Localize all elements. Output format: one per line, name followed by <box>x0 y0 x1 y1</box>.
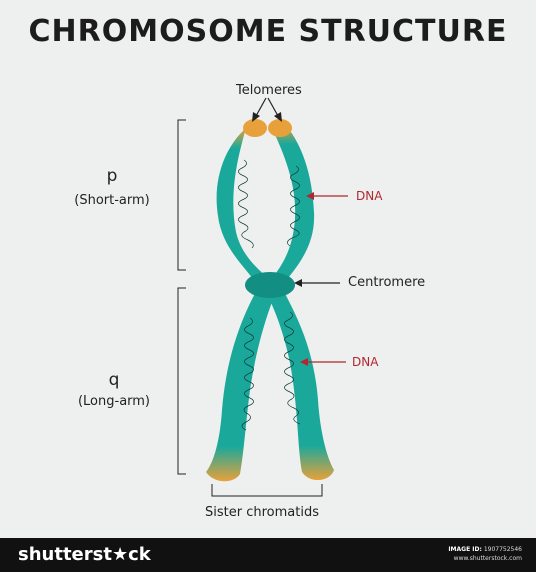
chromatid-upper-right <box>270 123 315 283</box>
dna-coil-upper-right <box>287 165 300 247</box>
telomere-arrow-right <box>267 97 279 117</box>
q-arm-bracket <box>177 287 186 475</box>
dna-label-upper: DNA <box>356 189 383 203</box>
centromere-knob <box>245 272 295 298</box>
site-url: www.shutterstock.com <box>453 555 522 562</box>
chromatid-lower-left <box>206 288 276 482</box>
q-arm-description: (Long-arm) <box>77 394 151 409</box>
dna-arrowhead-upper <box>306 192 314 200</box>
telomere-top-right <box>268 119 292 137</box>
image-id: 1907752546 <box>483 546 522 553</box>
image-id-label: IMAGE ID: <box>448 546 482 553</box>
shutterstock-logo: shutterst★ck <box>18 544 151 565</box>
centromere-label: Centromere <box>348 275 426 290</box>
chromatid-lower-right <box>266 288 334 481</box>
p-arm-description: (Short-arm) <box>74 193 150 208</box>
q-arm-letter: q <box>108 370 120 390</box>
dna-coil-lower-left <box>241 317 254 431</box>
centromere-arrowhead <box>294 279 302 287</box>
telomere-arrow-left <box>255 97 267 117</box>
diagram-title: CHROMOSOME STRUCTURE <box>28 14 508 49</box>
telomere-arrowhead-right <box>274 112 282 122</box>
telomere-top-left <box>243 119 267 137</box>
telomere-arrowhead-left <box>252 112 260 122</box>
watermark-footer: shutterst★ck IMAGE ID: 1907752546 www.sh… <box>0 538 536 572</box>
telomeres-label: Telomeres <box>236 83 302 98</box>
sister-chromatids-bracket <box>211 484 323 497</box>
dna-coil-upper-left <box>238 159 254 249</box>
chromatid-upper-left <box>216 128 272 283</box>
dna-coil-lower-right <box>284 311 301 425</box>
chromosome-illustration <box>177 97 348 497</box>
dna-label-lower: DNA <box>352 355 379 369</box>
diagram-canvas: CHROMOSOME STRUCTURE <box>28 14 508 520</box>
sister-chromatids-label: Sister chromatids <box>205 505 319 520</box>
image-meta: IMAGE ID: 1907752546 www.shutterstock.co… <box>448 545 522 563</box>
p-arm-letter: p <box>106 166 118 186</box>
dna-arrowhead-lower <box>300 358 308 366</box>
p-arm-bracket <box>177 119 186 271</box>
